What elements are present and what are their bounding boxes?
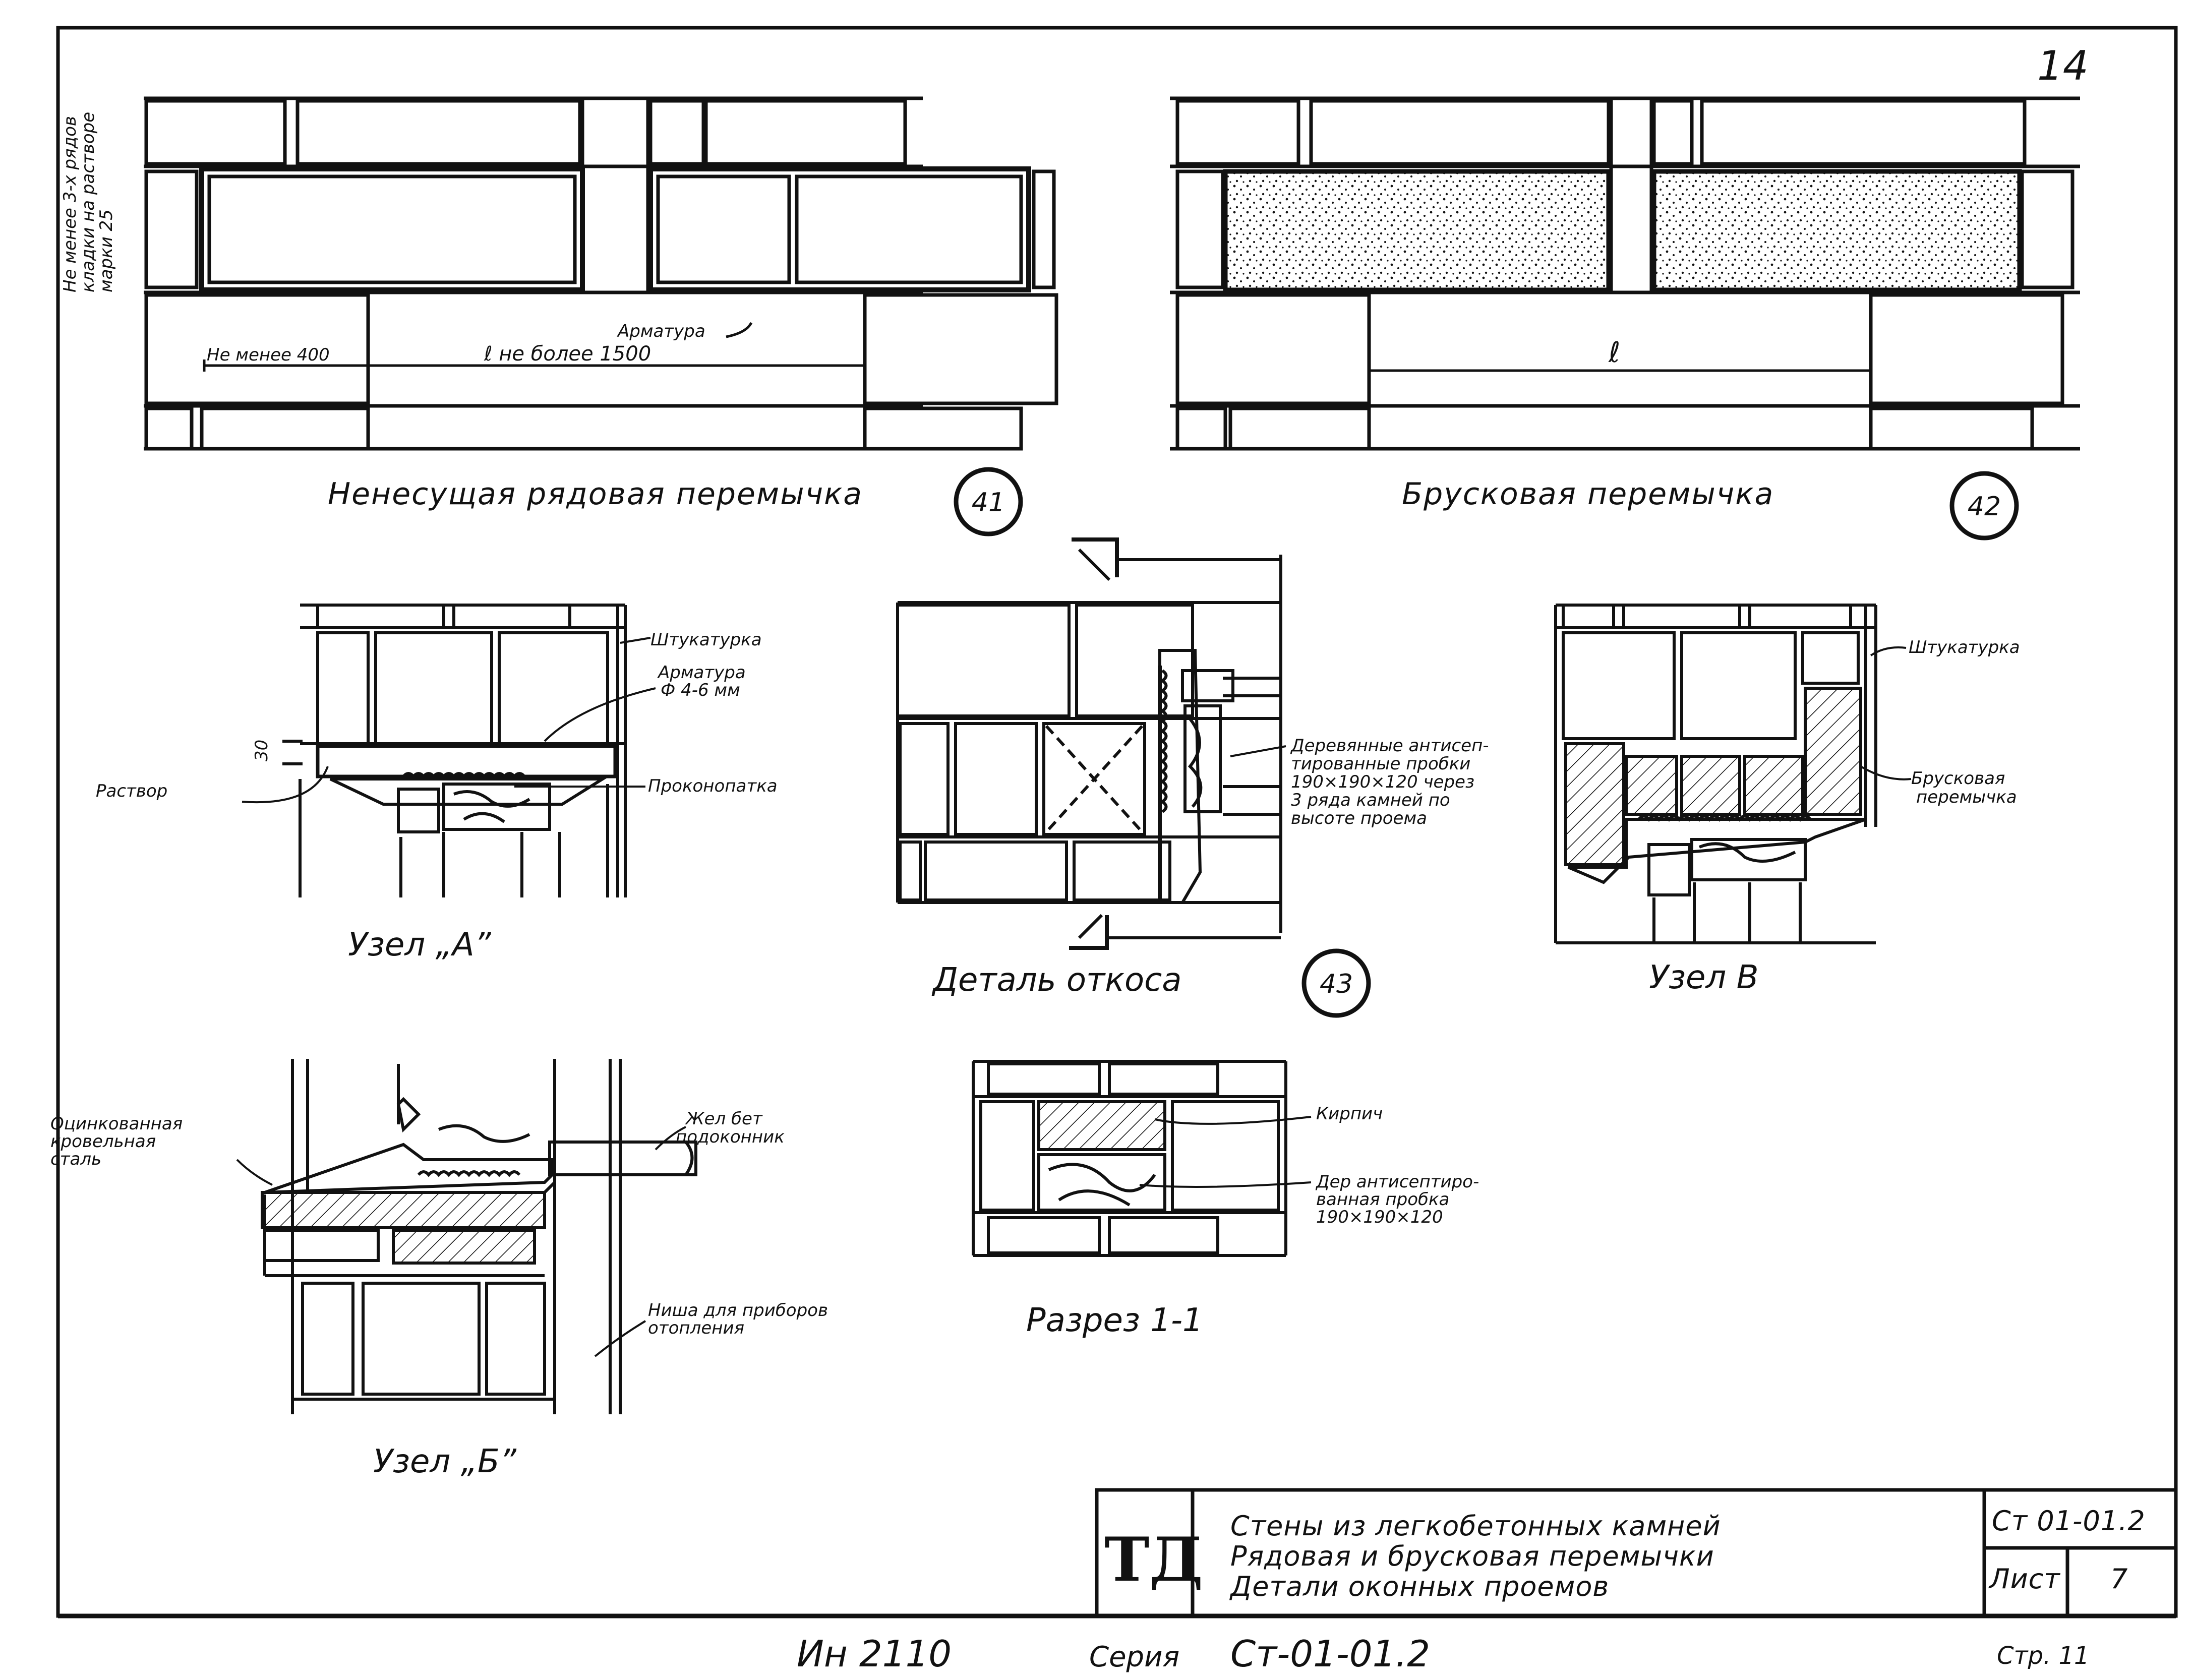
- footer-series-value: Ст-01-01.2: [1230, 1633, 1430, 1675]
- detail-41-label-min: Не менее 400: [207, 345, 330, 365]
- node-b-steel-3: сталь: [50, 1149, 101, 1169]
- detail-41-drawing: [144, 96, 1058, 451]
- reveal-leader: [1230, 745, 1286, 757]
- reveal-notes: Деревянные антисеп- тированные пробки 19…: [1290, 736, 1489, 828]
- title-block-sheet-number: 7: [2110, 1563, 2128, 1595]
- section-11-leaders: [1139, 1116, 1312, 1188]
- detail-42-badge: 42: [1949, 471, 2019, 541]
- node-a-leaders: [242, 637, 656, 804]
- detail-41-number: 41: [972, 488, 1005, 518]
- title-block-line-1: Стены из легкобетонных камней: [1230, 1510, 1721, 1542]
- node-a-title: Узел „А”: [348, 926, 492, 964]
- detail-41-label-armatura: Арматура: [617, 321, 705, 341]
- node-a-label-mortar: Раствор: [96, 781, 167, 801]
- title-block-sheet-label: Лист: [1988, 1563, 2060, 1595]
- title-block-code: Ст 01-01.2: [1992, 1505, 2146, 1537]
- node-v-drawing: [1554, 604, 1877, 944]
- node-b-label-niche: Ниша для приборов отопления: [648, 1300, 828, 1338]
- vertical-note: Не менее 3-х рядов кладки на растворе ма…: [60, 112, 116, 292]
- reveal-note-3: 190×190×120 через: [1291, 772, 1474, 792]
- detail-41-badge: 41: [954, 467, 1023, 536]
- node-b-label-steel: Оцинкованная кровельная сталь: [50, 1114, 183, 1169]
- title-block: [1095, 1488, 2178, 1618]
- reveal-badge: 43: [1301, 948, 1371, 1018]
- footer-series-label: Серия: [1089, 1641, 1179, 1673]
- node-b-title: Узел „Б”: [373, 1443, 517, 1480]
- node-a-label-caulk: Проконопатка: [648, 776, 778, 796]
- node-a-label-rebar-2: Ф 4-6 мм: [661, 680, 740, 700]
- title-block-line-2: Рядовая и брусковая перемычки: [1230, 1540, 1714, 1572]
- node-a-label-plaster: Штукатурка: [650, 630, 762, 650]
- detail-41-label-span: ℓ не более 1500: [484, 342, 651, 366]
- footer-inventory: Ин 2110: [797, 1633, 952, 1675]
- reveal-title: Деталь откоса: [931, 962, 1182, 999]
- node-b-niche-2: отопления: [648, 1318, 744, 1338]
- node-b-sill-2: подоконник: [676, 1127, 785, 1147]
- detail-41-dims: [203, 322, 866, 372]
- reveal-note-2: тированные пробки: [1291, 754, 1470, 774]
- section-11-plug-3: 190×190×120: [1316, 1207, 1443, 1227]
- node-b-sill-1: Жел бет: [685, 1109, 763, 1129]
- detail-42-number: 42: [1968, 492, 2001, 522]
- node-a-drawing: [282, 604, 627, 897]
- vertical-note-line-1: Не менее 3-х рядов: [60, 116, 80, 292]
- node-b-niche-1: Ниша для приборов: [648, 1300, 828, 1321]
- section-11-plug-2: ванная пробка: [1316, 1189, 1449, 1210]
- detail-42-title: Брусковая перемычка: [1402, 476, 1774, 512]
- node-b-drawing: [261, 1059, 697, 1414]
- detail-42-drawing: [1170, 96, 2080, 451]
- reveal-drawing: [896, 537, 1282, 950]
- section-11-plug-1: Дер антисептиро-: [1315, 1172, 1479, 1192]
- reveal-note-4: 3 ряда камней по: [1291, 790, 1450, 810]
- section-11-title: Разрез 1-1: [1026, 1302, 1203, 1339]
- node-v-label-plaster: Штукатурка: [1909, 637, 2020, 657]
- node-b-leaders: [236, 1126, 686, 1357]
- page-number: 14: [2037, 42, 2089, 89]
- node-b-steel-2: кровельная: [50, 1131, 156, 1152]
- detail-42-label-span: ℓ: [1608, 336, 1620, 369]
- reveal-note-5: высоте проема: [1291, 808, 1427, 828]
- node-a-dim: 30: [252, 740, 272, 761]
- vertical-note-line-2: кладки на растворе: [78, 112, 98, 292]
- detail-41-title: Ненесущая рядовая перемычка: [328, 476, 863, 512]
- section-11-label-plug: Дер антисептиро- ванная пробка 190×190×1…: [1315, 1172, 1479, 1227]
- node-a-label-rebar-1: Арматура: [657, 663, 746, 683]
- reveal-note-1: Деревянные антисеп-: [1290, 736, 1489, 756]
- node-b-label-sill: Жел бет подоконник: [676, 1109, 785, 1147]
- node-v-label-beam-2: перемычка: [1916, 787, 2017, 807]
- node-v-leaders: [1860, 646, 1912, 781]
- node-v-label-beam-1: Брусковая: [1911, 768, 2005, 789]
- title-block-line-3: Детали оконных проемов: [1229, 1571, 1609, 1602]
- node-b-steel-1: Оцинкованная: [50, 1114, 183, 1134]
- section-11-label-brick: Кирпич: [1316, 1104, 1383, 1124]
- title-block-logo: ТД: [1104, 1524, 1203, 1595]
- footer-page-ref: Стр. 11: [1997, 1642, 2090, 1670]
- vertical-note-line-3: марки 25: [96, 209, 116, 292]
- node-v-title: Узел В: [1649, 959, 1759, 996]
- reveal-number: 43: [1320, 969, 1353, 999]
- section-11-drawing: [972, 1060, 1287, 1257]
